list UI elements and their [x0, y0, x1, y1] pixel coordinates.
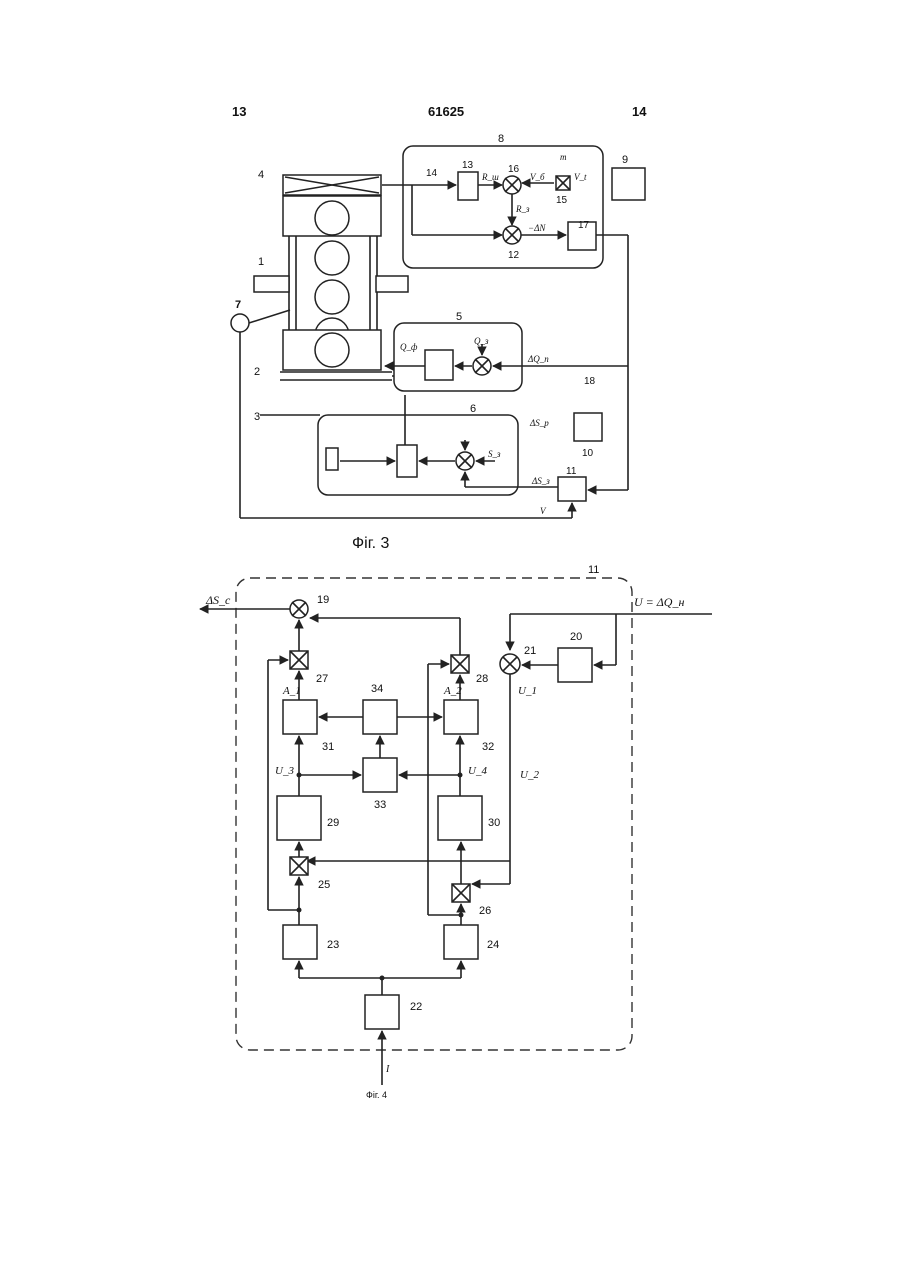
figure-4: 19 20 21 22 23 24 25 26 27 28 29 30 31 3…: [200, 564, 712, 1100]
label-23: 23: [327, 939, 339, 951]
label-33: 33: [374, 799, 386, 811]
fig3-label-1: 1: [258, 256, 264, 268]
signal-ds-p: ΔS_p: [529, 418, 549, 428]
signal-u3: U_3: [275, 765, 294, 777]
block-32: [444, 700, 478, 734]
signal-dn: −ΔN: [528, 223, 546, 233]
block-24: [444, 925, 478, 959]
signal-a1: A_1: [282, 685, 301, 697]
label-21: 21: [524, 645, 536, 657]
label-30: 30: [488, 817, 500, 829]
signal-q-z: Q_з: [474, 336, 489, 346]
fig3-label-11: 11: [566, 466, 577, 477]
label-25: 25: [318, 879, 330, 891]
block-30: [438, 796, 482, 840]
label-32: 32: [482, 741, 494, 753]
fig3-label-3: 3: [254, 411, 260, 423]
label-29: 29: [327, 817, 339, 829]
signal-q-f: Q_ф: [400, 342, 418, 352]
fig3-label-10: 10: [582, 448, 594, 459]
figure-3-caption: Фіг. 3: [352, 535, 389, 552]
fig3-label-7: 7: [235, 299, 241, 311]
block-31: [283, 700, 317, 734]
label-11: 11: [588, 564, 599, 576]
fig3-label-16: 16: [508, 164, 520, 175]
fig3-label-2: 2: [254, 366, 260, 378]
block-5: [394, 323, 522, 391]
signal-input-u: U = ΔQ_н: [634, 595, 684, 609]
signal-v-b: V_б: [530, 172, 545, 182]
label-20: 20: [570, 631, 582, 643]
label-24: 24: [487, 939, 499, 951]
signal-ds-c: ΔS_c: [205, 593, 231, 607]
block-29: [277, 796, 321, 840]
signal-s-z: S_з: [488, 449, 501, 459]
fig3-label-4: 4: [258, 169, 264, 181]
figure-3: 1 2 3 4 5 6 7 8 9 10 11 12 13 14 15 16 1…: [231, 133, 645, 552]
signal-r-z: R_з: [515, 204, 530, 214]
fig3-label-17: 17: [578, 220, 590, 231]
sensor-7: [231, 314, 249, 332]
signal-ds-z: ΔS_з: [531, 476, 550, 486]
signal-v: V: [540, 506, 547, 516]
block-10: [574, 413, 602, 441]
signal-r-sh: R_ш: [481, 172, 499, 182]
fig3-label-15: 15: [556, 195, 568, 206]
label-26: 26: [479, 905, 491, 917]
block-20: [558, 648, 592, 682]
label-34: 34: [371, 683, 383, 695]
label-19: 19: [317, 594, 329, 606]
signal-u4: U_4: [468, 765, 487, 777]
signal-dq-n: ΔQ_n: [527, 354, 549, 364]
fig3-label-8: 8: [498, 133, 504, 145]
block-22: [365, 995, 399, 1029]
signal-a2: A_2: [443, 685, 462, 697]
fig3-label-13: 13: [462, 160, 474, 171]
fig3-label-12: 12: [508, 250, 520, 261]
fig3-label-14: 14: [426, 168, 438, 179]
figure-4-caption: Фіг. 4: [366, 1090, 387, 1100]
block-34: [363, 700, 397, 734]
fig3-label-9: 9: [622, 154, 628, 166]
label-22: 22: [410, 1001, 422, 1013]
block-11: [558, 477, 586, 501]
label-27: 27: [316, 673, 328, 685]
signal-u1: U_1: [518, 685, 537, 697]
block-33: [363, 758, 397, 792]
fig3-label-6: 6: [470, 403, 476, 415]
fig3-label-18: 18: [584, 376, 596, 387]
fig3-label-5: 5: [456, 311, 462, 323]
signal-v-t: V_t: [574, 172, 587, 182]
signal-m: m: [560, 152, 567, 162]
label-31: 31: [322, 741, 334, 753]
label-28: 28: [476, 673, 488, 685]
signal-u2: U_2: [520, 769, 539, 781]
signal-bottom-input: I: [385, 1064, 390, 1075]
block-23: [283, 925, 317, 959]
block-9: [612, 168, 645, 200]
